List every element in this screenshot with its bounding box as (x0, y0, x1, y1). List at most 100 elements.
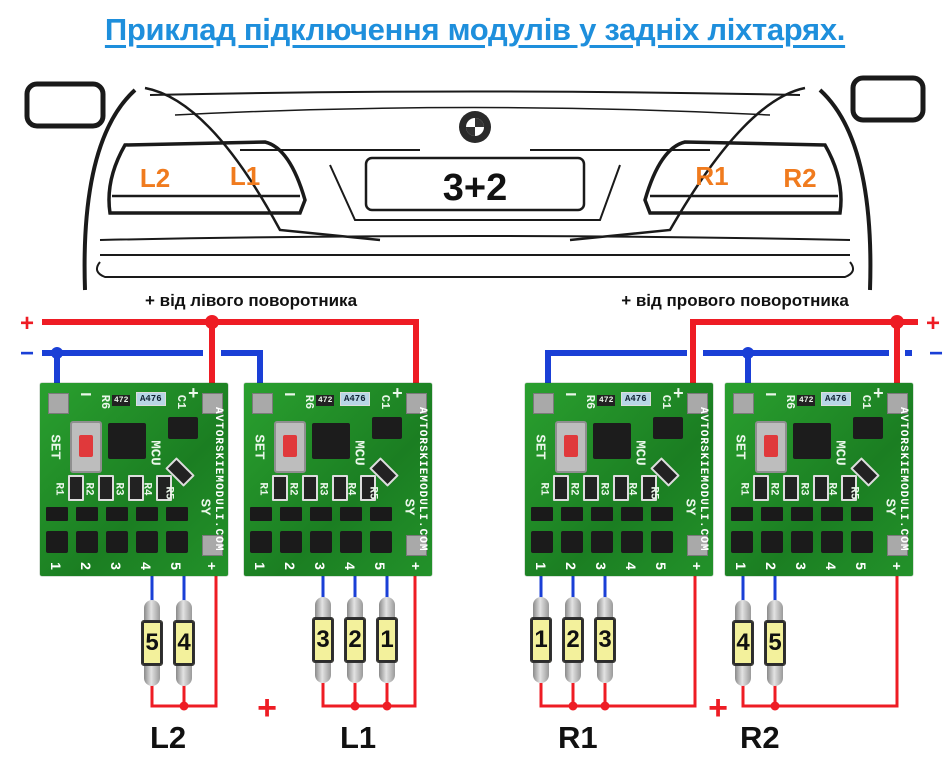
light-label-l2: L2 (140, 163, 170, 193)
mcu-chip (312, 423, 350, 459)
group-label-l2: L2 (150, 720, 187, 755)
set-button[interactable] (555, 421, 587, 473)
car-outline (24, 75, 926, 291)
resistor-label: R2 (286, 482, 299, 496)
plus-out-label: + (889, 561, 906, 571)
cap-label: C1 (859, 394, 874, 410)
lamp-l1-3: 3 (312, 597, 334, 683)
transistor (791, 507, 813, 521)
resistor-label: R1 (737, 482, 750, 496)
cap-label: C1 (174, 394, 189, 410)
sy-label: SY (881, 498, 898, 516)
plus-pad (406, 393, 427, 414)
lamp-l1-2: 2 (344, 597, 366, 683)
set-button[interactable] (70, 421, 102, 473)
regulator-chip (853, 417, 883, 439)
output-pin-label: 5 (652, 562, 669, 570)
lamp-cap (767, 600, 783, 622)
resistor-label: R4 (625, 482, 638, 496)
output-pin-label: 1 (251, 562, 268, 570)
resistor (302, 475, 318, 501)
output-pin-label: 4 (341, 562, 358, 570)
resistor-label: R2 (767, 482, 780, 496)
output-pad (370, 531, 392, 553)
right-minus-junction (742, 347, 754, 359)
lamp-cap (144, 664, 160, 686)
transistor (531, 507, 553, 521)
set-button[interactable] (274, 421, 306, 473)
bmw-logo-icon (459, 111, 491, 143)
lamp-number: 5 (764, 620, 786, 666)
resistor-label: R5 (162, 486, 175, 500)
junction-r1-b (600, 701, 610, 711)
group-label-r2: R2 (740, 720, 780, 755)
r6-code: 472 (112, 395, 131, 406)
lamp-number: 5 (141, 620, 163, 666)
left-tail-light (107, 140, 307, 215)
set-button[interactable] (755, 421, 787, 473)
plus-join-right: + (708, 689, 728, 727)
plus-out-label: + (408, 561, 425, 571)
resistor (332, 475, 348, 501)
resistor-label: R4 (140, 482, 153, 496)
light-label-r1: R1 (695, 161, 728, 191)
plus-out-pad (887, 535, 908, 556)
left-minus-junction (51, 347, 63, 359)
output-pin-label: 4 (622, 562, 639, 570)
group-label-r1: R1 (558, 720, 598, 755)
plus-pin-label: + (873, 385, 884, 405)
r6-code: 472 (316, 395, 335, 406)
lamp-cap (597, 597, 613, 619)
lamp-number: 4 (732, 620, 754, 666)
set-label: SET (531, 434, 548, 460)
transistor (46, 507, 68, 521)
plus-out-label: + (689, 561, 706, 571)
output-pin-label: 1 (532, 562, 549, 570)
resistor-label: R2 (82, 482, 95, 496)
right-source-label: + від прового поворотника (621, 291, 849, 310)
output-pad (651, 531, 673, 553)
sy-label: SY (400, 498, 417, 516)
resistor-label: R5 (647, 486, 660, 500)
plus-pad (887, 393, 908, 414)
resistor-label: R3 (112, 482, 125, 496)
lamp-cap (379, 661, 395, 683)
lamp-cap (735, 600, 751, 622)
resistor-label: R2 (567, 482, 580, 496)
resistor-label: R3 (597, 482, 610, 496)
set-label: SET (250, 434, 267, 460)
plus-pad (687, 393, 708, 414)
lamp-number: 4 (173, 620, 195, 666)
transistor (621, 507, 643, 521)
lamp-number: 3 (312, 617, 334, 663)
regulator-chip (372, 417, 402, 439)
plus-out-label: + (204, 561, 221, 571)
transistor (651, 507, 673, 521)
output-pad (561, 531, 583, 553)
resistor-label: R4 (344, 482, 357, 496)
brand-text: AVTORSKIEMODULI.COM (897, 407, 909, 552)
set-label: SET (731, 434, 748, 460)
left-minus-symbol: − (20, 340, 34, 367)
cap-code: A476 (340, 392, 370, 406)
output-pin-label: 1 (47, 562, 64, 570)
output-pad (731, 531, 753, 553)
regulator-chip (168, 417, 198, 439)
lamp-cap (565, 661, 581, 683)
resistor (156, 475, 172, 501)
light-label-r2: R2 (783, 163, 816, 193)
lamp-cap (144, 600, 160, 622)
lamp-l1-1: 1 (376, 597, 398, 683)
resistor (128, 475, 144, 501)
left-plus-junction (205, 315, 219, 329)
output-pin-label: 4 (137, 562, 154, 570)
output-pin-label: 3 (107, 562, 124, 570)
output-pad (166, 531, 188, 553)
lamp-number: 3 (594, 617, 616, 663)
wire-l1-return (321, 576, 417, 708)
output-pin-label: 3 (792, 562, 809, 570)
lamp-cap (597, 661, 613, 683)
resistor-label: R5 (366, 486, 379, 500)
minus-pin-label: − (565, 385, 578, 408)
